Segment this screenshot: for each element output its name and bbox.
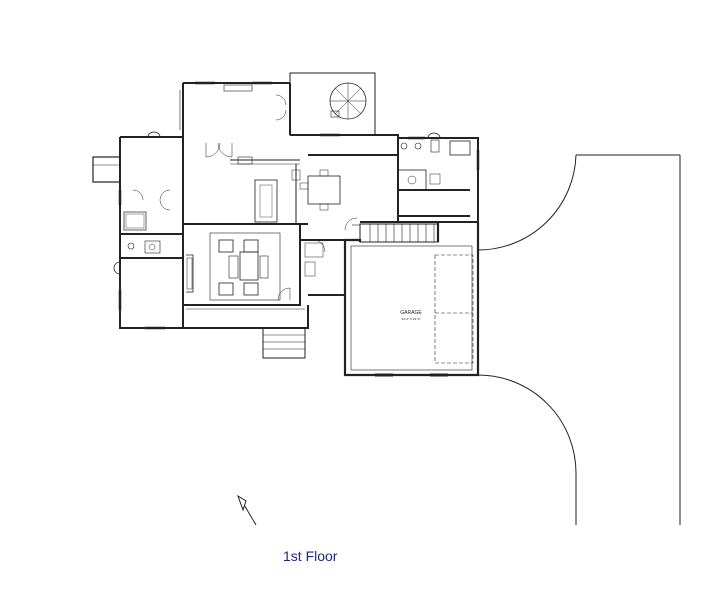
- north-arrow-icon: [237, 494, 257, 526]
- master-bath: [397, 139, 471, 191]
- breakfast-area: [299, 169, 360, 231]
- porch-room: [289, 72, 376, 136]
- floor-title: 1st Floor: [283, 548, 338, 564]
- lot-boundary: [477, 154, 681, 525]
- front-steps: [186, 308, 306, 359]
- house-walls: [119, 134, 479, 329]
- column-caps: [147, 131, 441, 139]
- garage: [343, 222, 480, 377]
- kitchen: [205, 142, 301, 224]
- windows: [118, 81, 480, 330]
- stair: [359, 223, 439, 243]
- living-room: [209, 232, 326, 301]
- dining-room: [179, 82, 291, 155]
- garage-dimensions: 23'-0" X 24'-0": [402, 317, 421, 321]
- garage-label: GARAGE: [400, 310, 422, 316]
- left-wing: [92, 156, 194, 293]
